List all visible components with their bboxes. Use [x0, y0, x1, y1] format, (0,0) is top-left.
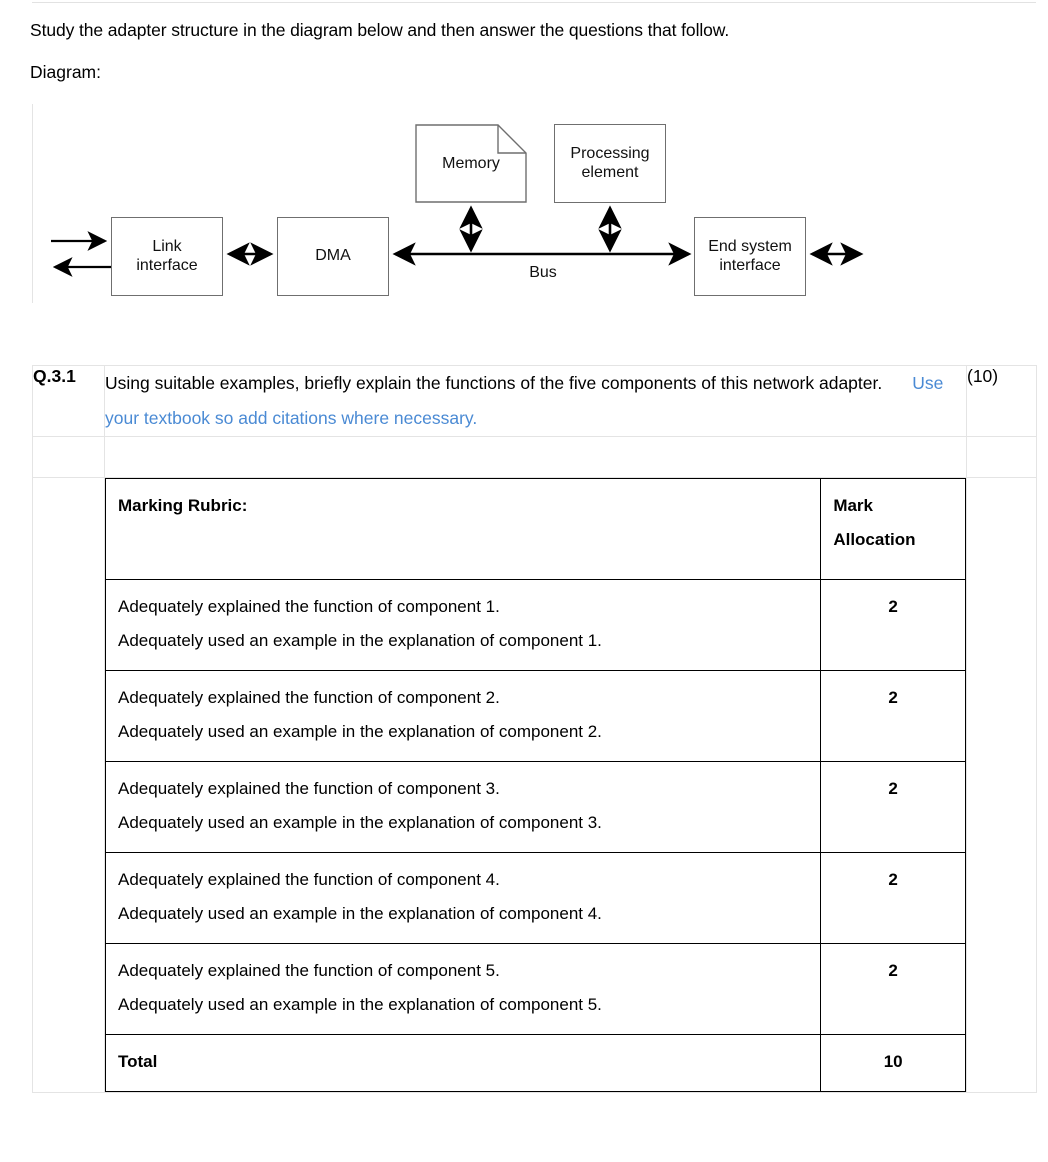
rubric-criterion-2: Adequately explained the function of com… [104, 670, 822, 762]
rubric-mark-4: 2 [820, 852, 966, 944]
question-hint: Use your textbook so add citations where… [105, 373, 944, 428]
question-marks: (10) [966, 365, 1037, 437]
diagram-box-dma: DMA [277, 217, 389, 296]
rubric-criterion-5-line2: Adequately used an example in the explan… [118, 995, 602, 1014]
rubric-criterion-2-line1: Adequately explained the function of com… [118, 688, 500, 707]
spacer-row [32, 436, 1037, 478]
rubric-header-mark-allocation: Mark Allocation [820, 478, 966, 580]
table-row: Adequately explained the function of com… [104, 579, 966, 671]
rubric-header-description: Marking Rubric: [104, 478, 822, 580]
rubric-criterion-4-line1: Adequately explained the function of com… [118, 870, 500, 889]
rubric-total-label: Total [104, 1034, 822, 1092]
table-row: Adequately explained the function of com… [104, 761, 966, 853]
diagram-box-memory-shape [415, 124, 527, 203]
rubric-mark-1: 2 [820, 579, 966, 671]
rubric-criterion-1-line2: Adequately used an example in the explan… [118, 631, 602, 650]
rubric-header-row: Marking Rubric: Mark Allocation [104, 478, 966, 580]
adapter-structure-diagram: Link interface DMA Memory Processing ele… [33, 104, 1037, 303]
rubric-total-row: Total 10 [104, 1034, 966, 1092]
rubric-criterion-3: Adequately explained the function of com… [104, 761, 822, 853]
table-row: Adequately explained the function of com… [104, 670, 966, 762]
diagram-bus-label: Bus [529, 264, 557, 281]
rubric-row: Marking Rubric: Mark Allocation Adequate… [32, 477, 1037, 1093]
rubric-header-mark-line1: Mark [833, 496, 873, 515]
rubric-criterion-1: Adequately explained the function of com… [104, 579, 822, 671]
diagram-box-processing-element: Processing element [554, 124, 666, 203]
link-interface-line1: Link [152, 237, 182, 255]
rubric-criterion-5-line1: Adequately explained the function of com… [118, 961, 500, 980]
diagram-connectors [51, 205, 864, 277]
rubric-criterion-2-line2: Adequately used an example in the explan… [118, 722, 602, 741]
rubric-mark-2: 2 [820, 670, 966, 762]
diagram-box-link-interface: Link interface [111, 217, 223, 296]
rubric-row-left-cell [32, 477, 105, 1093]
spacer-cell-mid [104, 436, 967, 478]
diagram-label: Diagram: [30, 62, 101, 82]
rubric-header-mark-line2: Allocation [833, 530, 916, 549]
dma-label: DMA [315, 247, 351, 265]
link-interface-line2: interface [136, 256, 198, 274]
rubric-criterion-4-line2: Adequately used an example in the explan… [118, 904, 602, 923]
diagram-box-memory-label: Memory [442, 154, 500, 172]
spacer-cell-right [966, 436, 1037, 478]
question-text: Using suitable examples, briefly explain… [105, 373, 883, 393]
rubric-criterion-4: Adequately explained the function of com… [104, 852, 822, 944]
diagram-container: Link interface DMA Memory Processing ele… [32, 104, 1036, 303]
rubric-criterion-5: Adequately explained the function of com… [104, 943, 822, 1035]
rubric-row-right-cell [966, 477, 1037, 1093]
instruction-text: Study the adapter structure in the diagr… [30, 20, 730, 40]
rubric-criterion-3-line2: Adequately used an example in the explan… [118, 813, 602, 832]
question-number: Q.3.1 [32, 365, 105, 437]
end-system-interface-line1: End system [708, 237, 792, 255]
table-row: Adequately explained the function of com… [104, 852, 966, 944]
processing-element-line1: Processing [570, 144, 650, 162]
processing-element-line2: element [581, 163, 639, 181]
marking-rubric-table: Marking Rubric: Mark Allocation Adequate… [104, 478, 966, 1092]
rubric-mark-5: 2 [820, 943, 966, 1035]
table-row: Adequately explained the function of com… [104, 943, 966, 1035]
rubric-criterion-1-line1: Adequately explained the function of com… [118, 597, 500, 616]
page-top-rule [32, 2, 1036, 3]
question-body: Using suitable examples, briefly explain… [104, 365, 967, 437]
diagram-box-end-system-interface: End system interface [694, 217, 806, 296]
question-table: Q.3.1 Using suitable examples, briefly e… [32, 365, 1037, 1093]
spacer-cell-left [32, 436, 105, 478]
rubric-container-cell: Marking Rubric: Mark Allocation Adequate… [104, 477, 967, 1093]
end-system-interface-line2: interface [719, 256, 781, 274]
question-row: Q.3.1 Using suitable examples, briefly e… [32, 365, 1037, 437]
rubric-criterion-3-line1: Adequately explained the function of com… [118, 779, 500, 798]
rubric-total-mark: 10 [820, 1034, 966, 1092]
rubric-mark-3: 2 [820, 761, 966, 853]
